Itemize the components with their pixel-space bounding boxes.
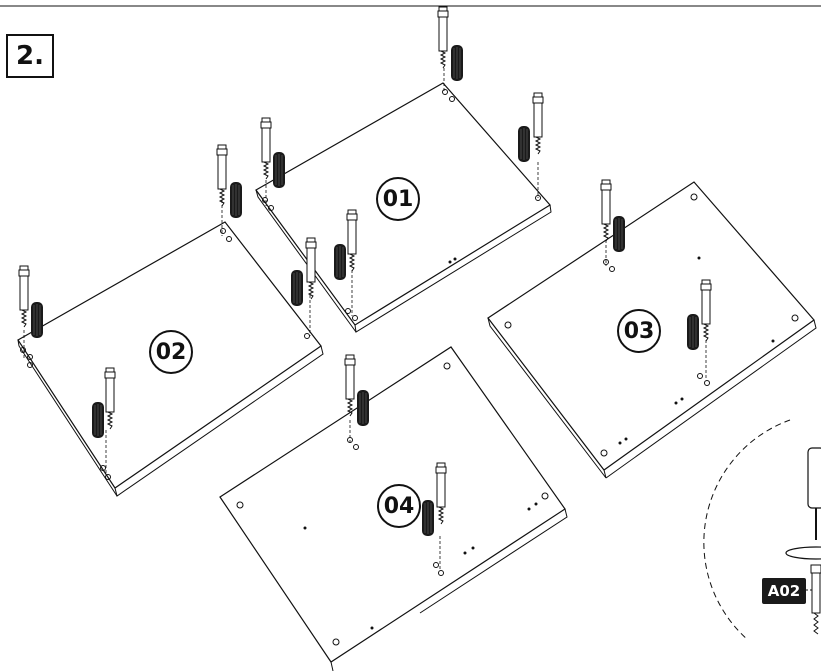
part-label-02: 02 [149,330,193,374]
hardware-fittings [23,68,707,570]
step-number: 2. [6,34,54,78]
part-label-04: 04 [377,484,421,528]
part-label-01: 01 [376,177,420,221]
hardware-tag-a02: A02 [762,578,806,604]
detail-callout [703,419,821,641]
part-label-03: 03 [617,309,661,353]
